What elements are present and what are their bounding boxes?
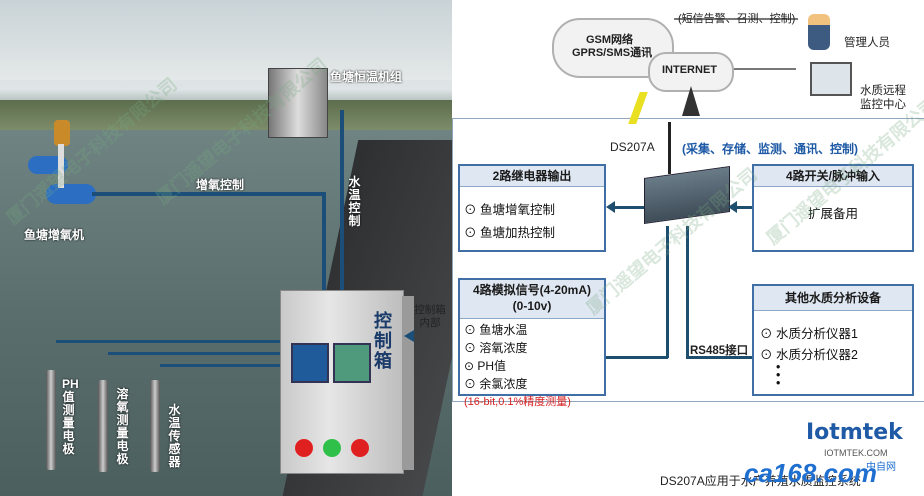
analog-note: (16-bit,0.1%精度测量) [464, 396, 571, 408]
red-indicator-light-2 [351, 439, 369, 457]
temp-probe [150, 380, 160, 472]
oxygen-control-line-down [322, 192, 326, 292]
ph-probe [46, 370, 56, 470]
analog-vertical-line [666, 226, 669, 358]
gprs-label: GPRS/SMS通讯 [572, 47, 653, 59]
switch-input-box: 4路开关/脉冲输入 扩展备用 [752, 164, 914, 252]
water-temp-control-label: 水温控制 [348, 175, 361, 228]
relay-box-title: 2路继电器输出 [460, 166, 604, 187]
cabinet-display-panel [291, 343, 329, 383]
do-probe [98, 380, 108, 472]
control-cabinet: 控制箱 [280, 290, 404, 474]
oxygen-control-line [92, 192, 324, 196]
other-box-title: 其他水质分析设备 [754, 286, 912, 311]
cabinet-meter-panel [333, 343, 371, 383]
oxygen-control-label: 增氧控制 [196, 178, 245, 192]
monitor-computer-icon [810, 62, 852, 96]
ph-probe-label: PH值测量电极 [62, 377, 79, 456]
switch-item-1: 扩展备用 [807, 207, 858, 221]
device-features: (采集、存储、监测、通讯、控制) [682, 142, 858, 156]
probe-line-1 [56, 340, 282, 343]
internet-arrow [734, 68, 796, 70]
manager-label: 管理人员 [844, 37, 890, 49]
analog-input-box: 4路模拟信号(4-20mA) (0-10v) ⊙ 鱼塘水温 ⊙ 溶氧浓度 ⊙ P… [458, 278, 606, 408]
caption: DS207A应用于水产养殖水质监控系统 [660, 474, 861, 488]
gsm-label: GSM网络 [586, 34, 634, 46]
relay-arrowhead [606, 201, 615, 213]
analog-item-4: ⊙ 余氯浓度 [464, 377, 528, 391]
analog-title-1: 4路模拟信号(4-20mA) [472, 283, 592, 297]
analog-to-device-line [606, 356, 668, 359]
arrow-into-cabinet [404, 330, 414, 342]
switch-arrowhead [728, 201, 737, 213]
iotmtek-logo: Iotmtek [806, 420, 903, 445]
cabinet-inside-label: 控制箱内部 [414, 304, 446, 329]
analog-title-2: (0-10v) [512, 299, 552, 313]
monitor-label-1: 水质远程 [860, 85, 906, 97]
device-to-relay-line [612, 206, 644, 209]
aerator-label: 鱼塘增氧机 [24, 228, 85, 242]
sms-link-label: (短信告警、召测、控制) [678, 13, 796, 25]
other-devices-box: 其他水质分析设备 ⊙ 水质分析仪器1 ⊙ 水质分析仪器2 • • • [752, 284, 914, 396]
ca168-logo: ca168.com [744, 458, 877, 488]
relay-output-box: 2路继电器输出 ⊙ 鱼塘增氧控制 ⊙ 鱼塘加热控制 [458, 164, 606, 252]
heater-label: 鱼塘恒温机组 [330, 70, 403, 84]
tree-line [0, 100, 452, 130]
rs485-line [686, 356, 752, 359]
red-indicator-light [295, 439, 313, 457]
device-label: DS207A [610, 140, 655, 154]
aerator-image [24, 120, 116, 210]
sky [0, 0, 452, 80]
other-item-2: ⊙ 水质分析仪器2 [760, 348, 858, 362]
analog-item-3: ⊙ PH值 [464, 359, 507, 373]
relay-item-2: ⊙ 鱼塘加热控制 [464, 226, 555, 240]
internet-label: INTERNET [662, 64, 717, 76]
other-item-1: ⊙ 水质分析仪器1 [760, 327, 858, 341]
analog-item-1: ⊙ 鱼塘水温 [464, 323, 528, 337]
cabinet-label: 控制箱 [374, 311, 392, 371]
green-indicator-light [323, 439, 341, 457]
other-dot-2: • [776, 368, 781, 382]
heater-unit-image [268, 68, 328, 138]
analog-item-2: ⊙ 溶氧浓度 [464, 341, 528, 355]
radio-tower-icon [682, 86, 700, 116]
other-dot-3: • [776, 376, 781, 390]
rs485-vertical-line [686, 226, 689, 358]
brand-url: IOTMTEK.COM [824, 448, 888, 458]
sms-arrow [674, 18, 798, 20]
switch-box-title: 4路开关/脉冲输入 [754, 166, 912, 187]
do-probe-label: 溶氧测量电极 [116, 387, 129, 466]
temp-probe-label: 水温传感器 [168, 403, 181, 469]
ca168-sub: 中自网 [866, 462, 896, 473]
device-antenna [668, 122, 671, 174]
probe-line-3 [160, 364, 282, 367]
manager-icon [808, 14, 830, 50]
switch-to-device-line [732, 206, 752, 209]
other-dot-1: • [776, 360, 781, 374]
probe-line-2 [108, 352, 282, 355]
temp-control-line [340, 110, 344, 292]
monitor-label-2: 监控中心 [860, 99, 906, 111]
relay-item-1: ⊙ 鱼塘增氧控制 [464, 203, 555, 217]
rs485-label: RS485接口 [690, 345, 749, 357]
